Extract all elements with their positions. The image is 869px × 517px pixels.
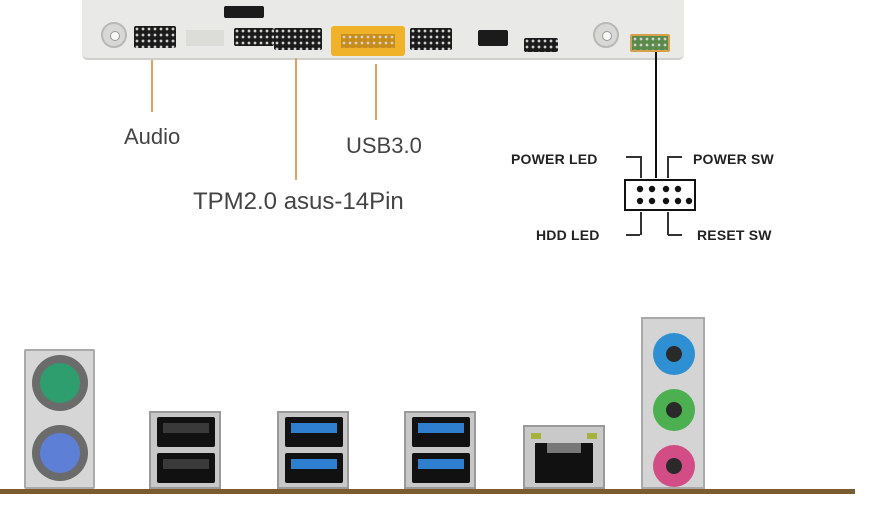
mic-jack-icon xyxy=(653,445,695,487)
usb3-port-stack xyxy=(404,411,476,489)
board-component xyxy=(186,30,224,46)
usb3-label: USB3.0 xyxy=(346,133,422,158)
usb3-port-icon xyxy=(412,417,470,447)
usb3-port-icon xyxy=(285,417,343,447)
bracket-line xyxy=(668,156,682,158)
ps2-keyboard-port-icon xyxy=(32,425,88,481)
audio-header xyxy=(134,26,176,48)
bracket-line xyxy=(626,234,640,236)
ps2-port-stack xyxy=(24,349,95,489)
mounting-hole xyxy=(101,22,127,48)
rj45-ethernet-port-icon xyxy=(523,425,605,489)
header-block xyxy=(524,38,558,52)
usb3-port-stack xyxy=(277,411,349,489)
hdd-led-label: HDD LED xyxy=(536,227,600,243)
usb3-port-icon xyxy=(285,453,343,483)
bracket-line xyxy=(640,156,642,178)
tpm-leader-line xyxy=(295,58,297,180)
front-panel-pin-diagram xyxy=(624,179,696,211)
audio-label: Audio xyxy=(124,124,181,149)
ps2-mouse-port-icon xyxy=(32,355,88,411)
front-panel-leader-line xyxy=(655,52,657,178)
usb2-port-icon xyxy=(157,453,215,483)
tpm-label: TPM2.0 asus-14Pin xyxy=(193,188,404,215)
power-led-label: POWER LED xyxy=(511,151,598,167)
front-panel-pins-icon xyxy=(636,185,693,205)
audio-leader-line xyxy=(151,60,153,112)
usb2-port-icon xyxy=(157,417,215,447)
mounting-hole xyxy=(593,22,619,48)
bracket-line xyxy=(667,156,669,178)
header-block xyxy=(234,28,274,46)
front-panel-header-pins xyxy=(632,36,668,50)
bracket-line xyxy=(640,212,642,235)
bracket-line xyxy=(626,156,640,158)
tpm-header xyxy=(274,28,322,50)
bracket-line xyxy=(668,234,682,236)
usb3-port-icon xyxy=(412,453,470,483)
reset-sw-label: RESET SW xyxy=(697,227,772,243)
header-block xyxy=(410,28,452,50)
usb3-leader-line xyxy=(375,64,377,120)
io-panel-base xyxy=(0,489,855,494)
line-in-jack-icon xyxy=(653,333,695,375)
usb2-port-stack xyxy=(149,411,221,489)
power-sw-label: POWER SW xyxy=(693,151,774,167)
audio-jack-stack xyxy=(641,317,705,489)
board-component xyxy=(224,6,264,18)
bracket-line xyxy=(667,212,669,235)
usb3-header-pins xyxy=(341,34,395,48)
board-component xyxy=(478,30,508,46)
line-out-jack-icon xyxy=(653,389,695,431)
